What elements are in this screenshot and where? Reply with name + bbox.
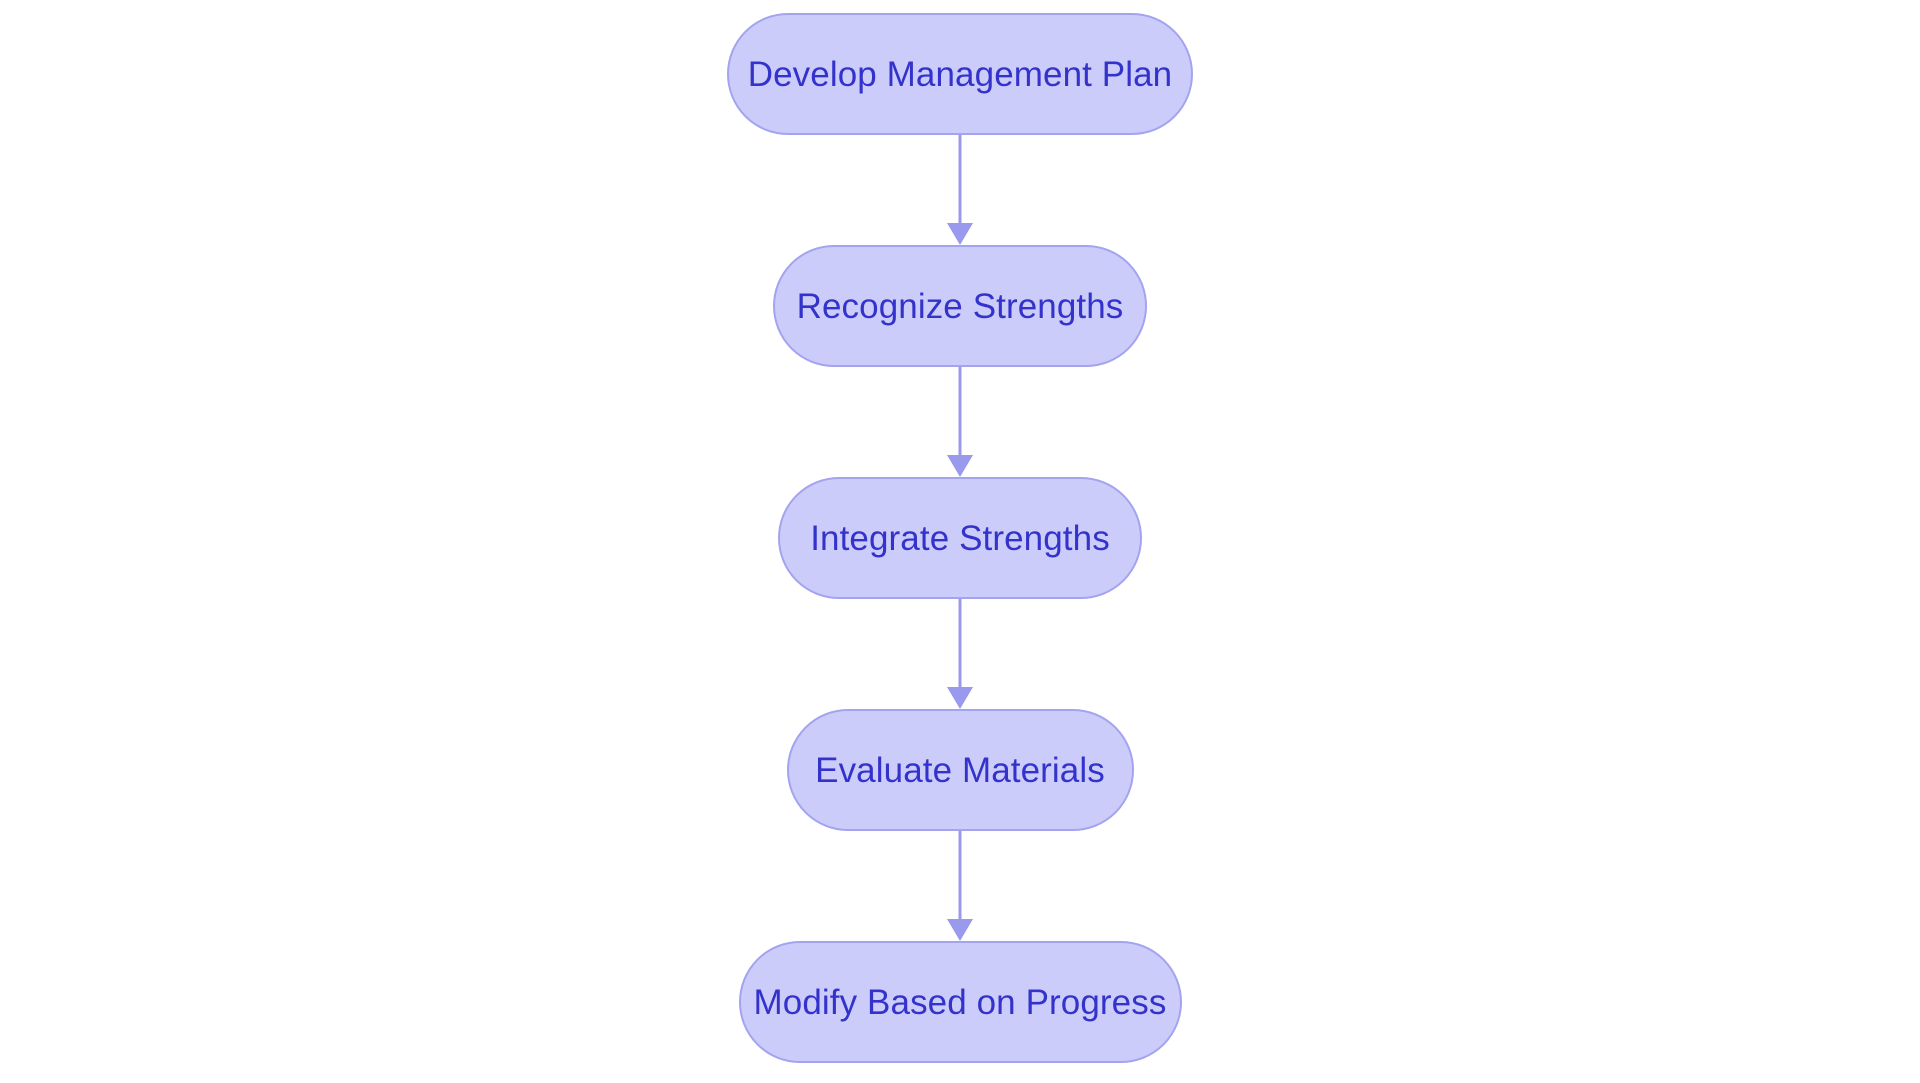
flow-node-label: Evaluate Materials: [815, 750, 1105, 790]
flow-node-integrate-strengths[interactable]: Integrate Strengths: [778, 477, 1142, 599]
flow-connector-1: [945, 135, 975, 245]
flow-connector-4: [945, 831, 975, 941]
down-arrow-icon: [947, 687, 973, 709]
flow-node-label: Recognize Strengths: [796, 286, 1124, 326]
flow-node-label: Modify Based on Progress: [753, 982, 1167, 1022]
flow-node-develop-management-plan[interactable]: Develop Management Plan: [727, 13, 1193, 135]
down-arrow-icon: [947, 919, 973, 941]
down-arrow-icon: [947, 223, 973, 245]
flow-node-recognize-strengths[interactable]: Recognize Strengths: [773, 245, 1147, 367]
flow-node-evaluate-materials[interactable]: Evaluate Materials: [786, 709, 1134, 831]
down-arrow-icon: [947, 455, 973, 477]
flow-connector-2: [945, 367, 975, 477]
flow-connector-3: [945, 599, 975, 709]
flow-node-modify-based-on-progress[interactable]: Modify Based on Progress: [738, 941, 1182, 1063]
flow-node-label: Develop Management Plan: [747, 54, 1173, 94]
flow-node-label: Integrate Strengths: [810, 518, 1110, 558]
